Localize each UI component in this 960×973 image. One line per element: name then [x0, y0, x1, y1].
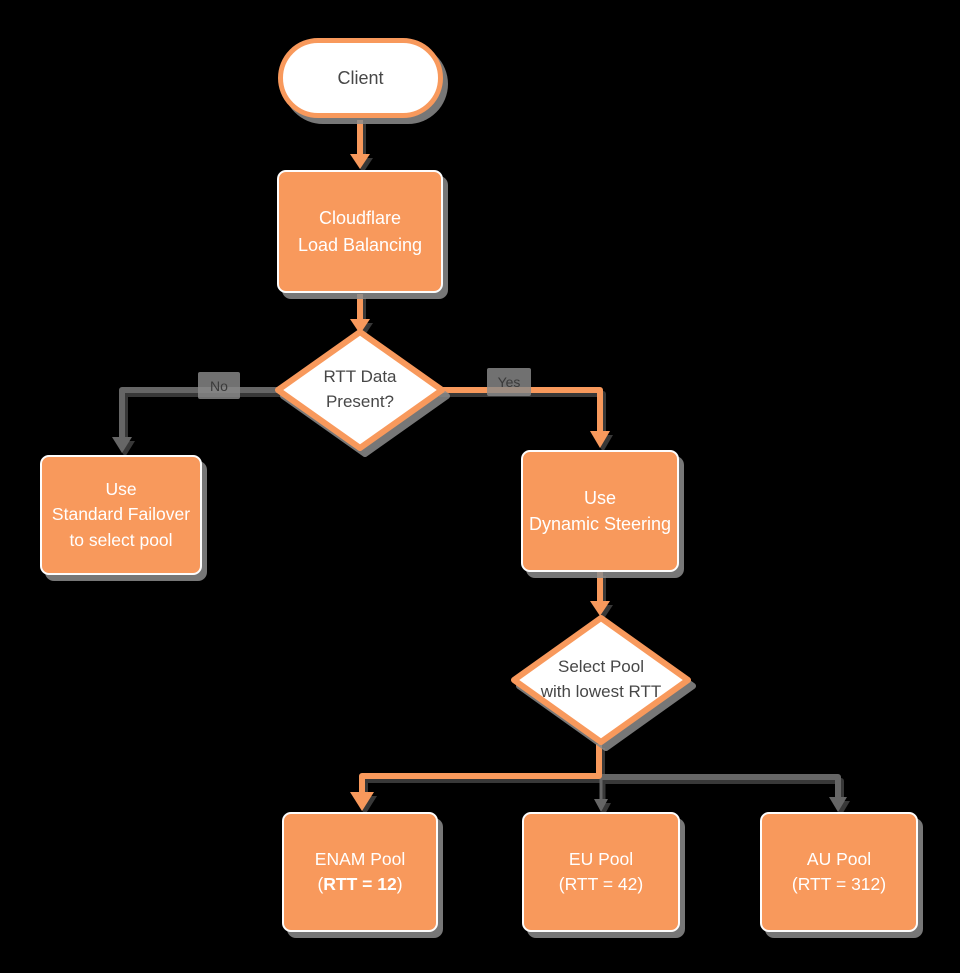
- edge-cloudflare-decision: [350, 294, 370, 334]
- au-line1: AU Pool: [806, 848, 872, 869]
- eu-line1: EU Pool: [568, 848, 634, 869]
- edge-no-branch: [112, 387, 284, 453]
- select-pool-line2: with lowest RTT: [540, 682, 662, 701]
- edge-to-enam-pool: [350, 744, 602, 811]
- node-rtt-data-decision: RTT Data Present?: [272, 326, 448, 454]
- rtt-decision-line1: RTT Data: [323, 367, 397, 387]
- edge-label-yes-text: Yes: [497, 374, 521, 390]
- edge-label-yes: Yes: [487, 368, 531, 396]
- failover-line2: Standard Failover: [51, 504, 191, 525]
- rtt-decision-line2: Present?: [325, 392, 395, 411]
- enam-line2: (RTT = 12): [317, 872, 402, 897]
- node-eu-pool: EU Pool (RTT = 42): [522, 812, 680, 932]
- node-dynamic-steering: Use Dynamic Steering: [521, 450, 679, 572]
- decision-diamond-shape: [511, 615, 691, 745]
- node-enam-pool: ENAM Pool (RTT = 12): [282, 812, 438, 932]
- edge-yes-branch: [436, 387, 610, 448]
- eu-line2: (RTT = 42): [558, 874, 644, 894]
- failover-line3: to select pool: [69, 529, 173, 550]
- au-line2: (RTT = 312): [791, 874, 887, 894]
- enam-line2-rtt-value: RTT = 12: [323, 874, 397, 894]
- enam-line2-suffix: ): [396, 874, 403, 894]
- edge-to-eu-pool: [594, 777, 608, 812]
- node-cloudflare-line2: Load Balancing: [297, 234, 423, 255]
- edge-label-no: No: [198, 372, 240, 399]
- enam-line1: ENAM Pool: [314, 848, 406, 869]
- edge-dynamic-selectpool: [590, 572, 610, 616]
- dynamic-line1: Use: [583, 487, 616, 508]
- node-cloudflare-line1: Cloudflare: [318, 208, 402, 229]
- decision-diamond-shape: [275, 329, 445, 451]
- dynamic-line2: Dynamic Steering: [528, 514, 672, 534]
- node-au-pool: AU Pool (RTT = 312): [760, 812, 918, 932]
- node-rtt-decision-label: RTT Data Present?: [272, 326, 448, 454]
- node-select-pool-label: Select Pool with lowest RTT: [508, 612, 694, 748]
- enam-line2-prefix: (: [317, 874, 324, 894]
- failover-line1: Use: [105, 478, 137, 499]
- edge-label-no-text: No: [210, 377, 228, 394]
- node-select-pool-decision: Select Pool with lowest RTT: [508, 612, 694, 748]
- node-standard-failover: Use Standard Failover to select pool: [40, 455, 202, 575]
- edge-to-au-pool: [601, 774, 847, 812]
- node-client: Client: [278, 38, 443, 118]
- node-client-label: Client: [337, 67, 384, 88]
- node-cloudflare-load-balancing: Cloudflare Load Balancing: [277, 170, 443, 293]
- select-pool-line1: Select Pool: [558, 657, 644, 677]
- edge-client-cloudflare: [350, 120, 370, 169]
